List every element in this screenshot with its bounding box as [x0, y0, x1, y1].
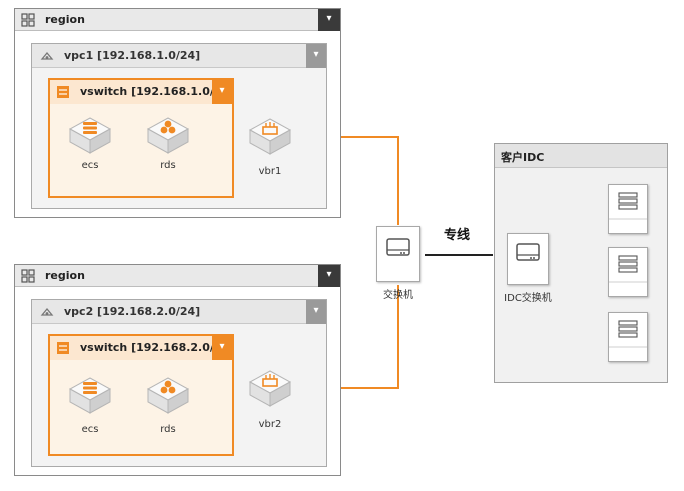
- vpc-collapse-button[interactable]: ▾: [306, 300, 326, 324]
- region-collapse-button[interactable]: ▾: [318, 9, 340, 31]
- ecs-server-icon[interactable]: [68, 376, 112, 416]
- idc-header: 客户IDC: [495, 144, 667, 168]
- server-icon[interactable]: [608, 184, 648, 234]
- region-collapse-button[interactable]: ▾: [318, 265, 340, 287]
- region-title: region: [45, 13, 85, 26]
- rds-label: rds: [160, 160, 176, 171]
- cloud-icon: [40, 51, 54, 60]
- grid-icon: [21, 13, 35, 27]
- leased-line-label: 专线: [444, 228, 471, 243]
- vswitch-panel-1: vswitch [192.168.1.0/2 ▾ ecs: [48, 78, 234, 198]
- region-header: region ▾: [15, 265, 340, 287]
- region-header: region ▾: [15, 9, 340, 31]
- vpc-title: vpc2 [192.168.2.0/24]: [64, 305, 201, 318]
- vbr-router-icon[interactable]: [248, 117, 292, 157]
- vswitch-collapse-button[interactable]: ▾: [212, 80, 232, 104]
- region-panel-1: region ▾ vpc1 [192.168.1.0/24] ▾ vswitch…: [14, 8, 341, 218]
- switch-device-icon[interactable]: [376, 226, 420, 282]
- vpc-collapse-button[interactable]: ▾: [306, 44, 326, 68]
- vswitch-panel-2: vswitch [192.168.2.0/2 ▾ ecs: [48, 334, 234, 456]
- region-panel-2: region ▾ vpc2 [192.168.2.0/24] ▾ vswitch…: [14, 264, 341, 476]
- vbr-router-icon[interactable]: [248, 369, 292, 409]
- ecs-label: ecs: [81, 424, 99, 435]
- ecs-server-icon[interactable]: [68, 116, 112, 156]
- vpc-header: vpc1 [192.168.1.0/24] ▾: [32, 44, 326, 68]
- switch-glyph-icon: [386, 238, 410, 256]
- idc-title: 客户IDC: [501, 151, 545, 164]
- switch-icon: [57, 342, 69, 354]
- vpc-title: vpc1 [192.168.1.0/24]: [64, 49, 201, 62]
- idc-switch-icon[interactable]: [507, 233, 549, 285]
- server-glyph-icon: [609, 192, 647, 220]
- region-title: region: [45, 269, 85, 282]
- rds-label: rds: [160, 424, 176, 435]
- vpc-panel-2: vpc2 [192.168.2.0/24] ▾ vswitch [192.168…: [31, 299, 327, 467]
- vbr2-label: vbr2: [258, 419, 282, 430]
- vswitch-title: vswitch [192.168.2.0/2: [80, 341, 218, 354]
- vpc-header: vpc2 [192.168.2.0/24] ▾: [32, 300, 326, 324]
- vswitch-collapse-button[interactable]: ▾: [212, 336, 232, 360]
- vswitch-header: vswitch [192.168.2.0/2 ▾: [50, 336, 232, 360]
- switch-glyph-icon: [516, 243, 540, 261]
- customer-idc-panel: 客户IDC IDC交换机: [494, 143, 668, 383]
- grid-icon: [21, 269, 35, 283]
- idc-switch-label: IDC交换机: [504, 293, 552, 304]
- vpc-panel-1: vpc1 [192.168.1.0/24] ▾ vswitch [192.168…: [31, 43, 327, 209]
- switch-icon: [57, 86, 69, 98]
- server-icon[interactable]: [608, 312, 648, 362]
- rds-database-icon[interactable]: [146, 376, 190, 416]
- vbr1-label: vbr1: [258, 166, 282, 177]
- cloud-icon: [40, 307, 54, 316]
- server-icon[interactable]: [608, 247, 648, 297]
- vswitch-header: vswitch [192.168.1.0/2 ▾: [50, 80, 232, 104]
- vswitch-title: vswitch [192.168.1.0/2: [80, 85, 218, 98]
- server-glyph-icon: [609, 255, 647, 283]
- ecs-label: ecs: [81, 160, 99, 171]
- switch-label: 交换机: [383, 290, 413, 301]
- server-glyph-icon: [609, 320, 647, 348]
- rds-database-icon[interactable]: [146, 116, 190, 156]
